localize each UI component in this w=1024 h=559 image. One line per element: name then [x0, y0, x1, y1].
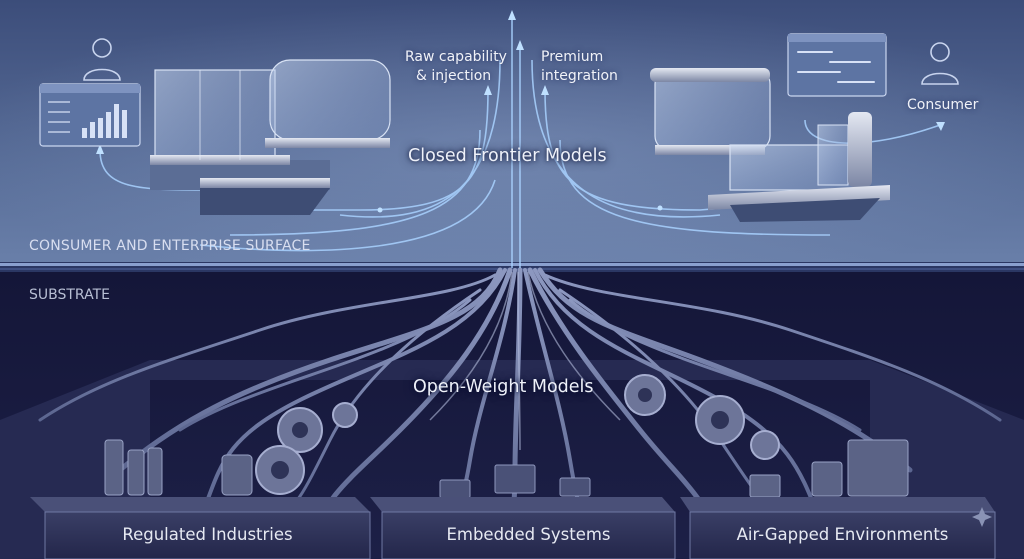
annotation-raw-capability-line2: & injection [416, 68, 492, 84]
annotation-premium-integration-line2: integration [541, 68, 618, 84]
section-label-substrate: SUBSTRATE [29, 287, 110, 303]
foundation-embedded-systems: Embedded Systems [446, 525, 611, 544]
consumer-label: Consumer [907, 97, 979, 113]
node-open-weight-models: Open-Weight Models [413, 377, 594, 397]
foundation-regulated-industries: Regulated Industries [122, 525, 293, 544]
node-closed-frontier-models: Closed Frontier Models [408, 146, 607, 166]
annotation-raw-capability-line1: Raw capability [405, 49, 507, 65]
section-label-surface: CONSUMER AND ENTERPRISE SURFACE [29, 238, 311, 254]
foundation-air-gapped-environments: Air-Gapped Environments [736, 525, 949, 544]
annotation-raw-capability: Raw capability & injection [405, 48, 507, 86]
annotation-premium-integration: Premium integration [541, 48, 618, 86]
annotation-premium-integration-line1: Premium [541, 49, 604, 65]
